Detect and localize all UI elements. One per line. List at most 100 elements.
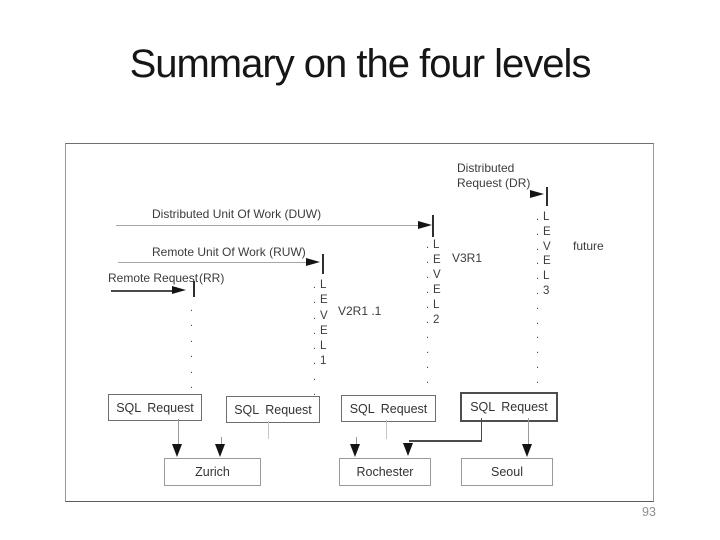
level-dot: . [536,225,540,238]
level-dot: . [536,240,540,253]
arrow-down-rochester-1-icon [350,444,360,457]
sql-request-box-1: SQL Request [108,394,202,421]
connector-stub-rochester [356,437,357,445]
level-letter-row: .L [426,297,441,312]
duw-level-bar [432,215,434,237]
dr-label-line2: Request (DR) [457,176,531,190]
level-dot: . [426,269,430,281]
level-letter: E [320,324,328,337]
rr-label-suffix: (RR) [199,271,225,285]
level-dot: . [313,386,317,399]
site-box-zurich: Zurich [164,458,261,486]
level-letter-row: .L [536,268,551,283]
connector-box4-seoul [528,418,529,444]
level-dot: . [313,340,317,353]
rr-arrowhead-icon [172,286,186,294]
level-letter-row: .E [426,282,441,297]
level-dot: . [190,378,194,391]
level-dot: . [536,314,540,327]
level-letter-row: .1 [313,353,328,368]
level-letter: L [543,211,550,223]
level-dot: . [536,358,540,371]
level-dot: . [426,314,430,326]
level-dot: . [426,254,430,266]
level-dot: . [536,270,540,283]
connector-box2-faded [268,421,269,439]
level-letter-row: .V [426,267,441,282]
level-letter-row: .V [536,239,551,254]
arrow-down-zurich-1-icon [172,444,182,457]
level-letter: L [320,340,327,353]
dr-label: Distributed Request (DR) [457,161,530,191]
level-letter: E [433,284,441,296]
level-dot-row: . [190,331,197,346]
level-letter: E [433,254,441,266]
arrow-down-zurich-2-icon [215,444,225,457]
level-dot-row: . [536,372,551,387]
site-box-rochester: Rochester [339,458,431,486]
level-letter: E [543,255,551,268]
level-letter: L [320,279,327,291]
ruw-line [118,262,307,263]
dr-version-label: future [573,239,604,253]
duw-label: Distributed Unit Of Work (DUW) [152,207,322,221]
level-column-ruw: .L.E.V.E.L.1.. [313,277,328,399]
level-dot-row: . [426,357,441,372]
level-dot: . [536,344,540,357]
ruw-level-bar [322,254,324,274]
level-dot-row: . [190,315,197,330]
level-dot: . [190,332,194,345]
level-dot-row: . [190,362,197,377]
level-letter-row: .E [313,323,328,338]
level-letter-row: .2 [426,312,441,327]
level-dot: . [313,294,317,307]
level-dot-row: . [426,342,441,357]
duw-version-label: V3R1 [452,251,483,265]
sql-request-box-4: SQL Request [460,392,558,422]
connector-box3-faded [386,420,387,439]
level-dot: . [426,344,430,356]
level-letter-row: .L [313,277,328,292]
level-letter-row: .E [536,224,551,239]
level-column-dr: .L.E.V.E.L.3....... [536,209,551,401]
connector-box1-zurich [178,419,179,445]
level-letter: 3 [543,284,550,297]
dr-level-bar [546,187,548,206]
duw-arrowhead-icon [418,221,432,229]
arrow-down-rochester-2-icon [403,443,413,456]
level-letter: L [433,239,440,251]
four-levels-diagram: Distributed Unit Of Work (DUW) Remote Un… [65,143,654,502]
page-number: 93 [642,505,656,519]
ruw-arrowhead-icon [306,258,320,266]
level-dot: . [426,359,430,371]
level-dot-row: . [426,372,441,387]
level-letter-row: .E [536,253,551,268]
level-letter-row: .V [313,308,328,323]
slide-title: Summary on the four levels [129,42,592,86]
level-letter: V [320,309,328,322]
level-letter: 2 [433,314,440,326]
level-letter: V [433,269,441,281]
ruw-version-label: V2R1 .1 [338,304,382,318]
level-dot-row: . [536,313,551,328]
level-dot: . [190,302,194,314]
level-dot: . [313,309,317,322]
level-dot: . [536,299,540,312]
level-dot-row: . [536,327,551,342]
level-letter-row: .L [426,237,441,252]
sql-request-box-3: SQL Request [341,395,436,422]
level-dot: . [536,255,540,268]
level-dot: . [190,363,194,376]
level-dot: . [426,239,430,251]
level-dot-row: . [536,298,551,313]
level-column-duw: .L.E.V.E.L.2..... [426,237,441,402]
arrow-down-seoul-icon [522,444,532,457]
level-dot: . [426,374,430,386]
level-dot: . [426,329,430,341]
level-dot-row: . [313,369,328,384]
connector-box4-vertical [481,418,482,441]
rr-label: Remote Request [108,271,199,285]
level-dot-row: . [426,327,441,342]
level-dot-row: . [190,377,197,392]
